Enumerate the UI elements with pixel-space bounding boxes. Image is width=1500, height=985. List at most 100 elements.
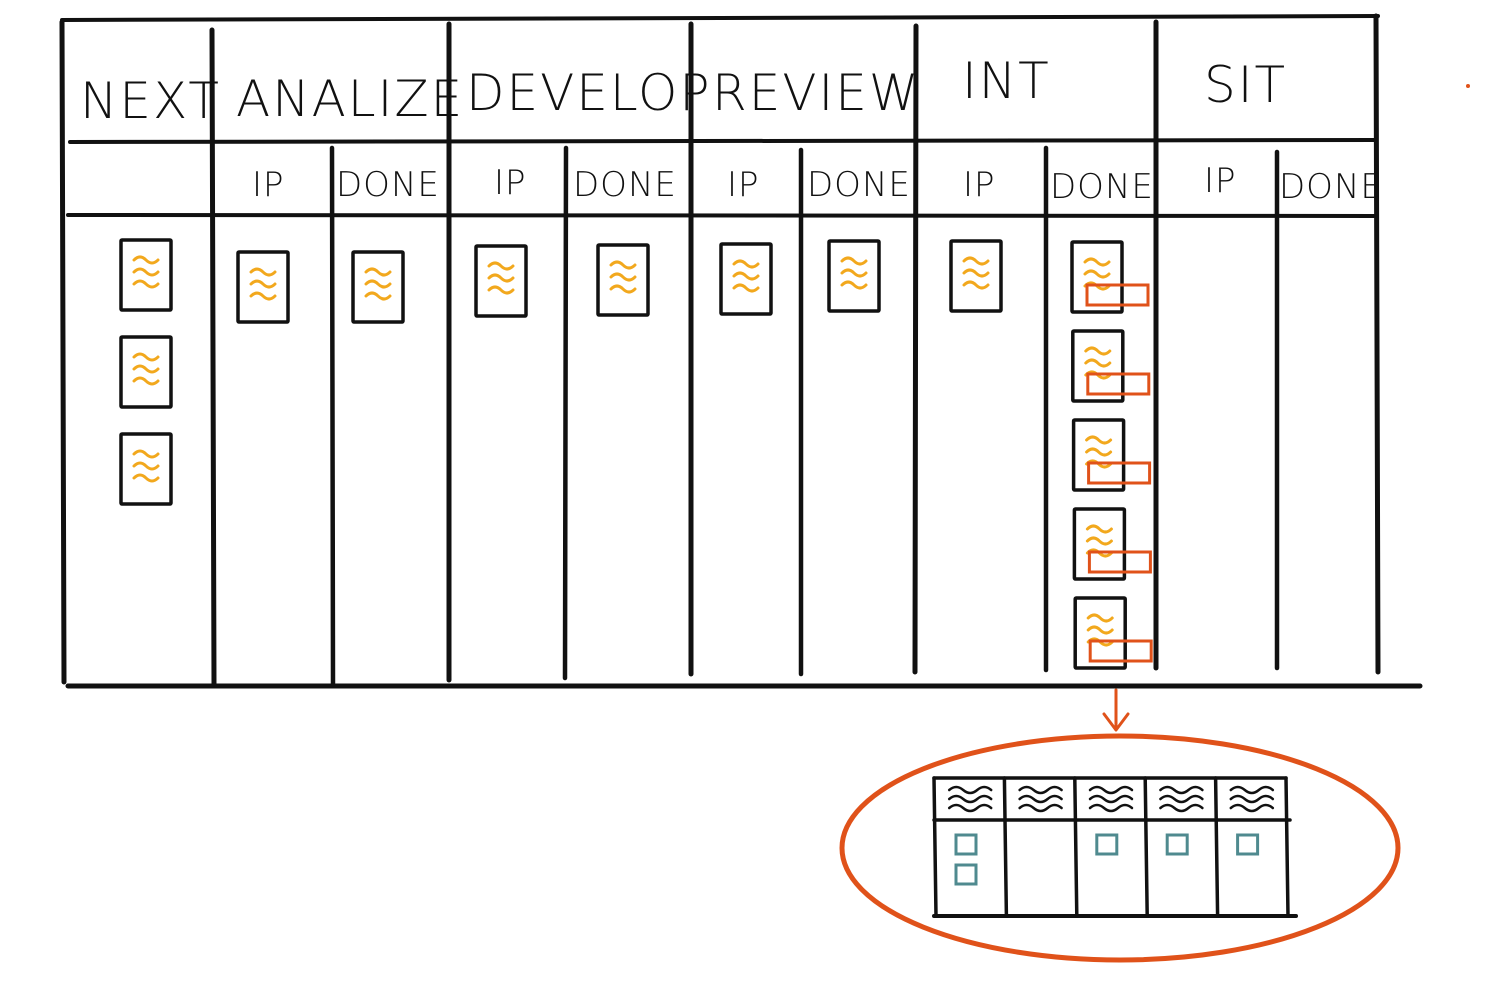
stage-divider-3: [912, 23, 919, 675]
card-scribble: [962, 268, 990, 278]
detail-checkbox: [954, 833, 978, 856]
card-border: [351, 250, 405, 324]
card-scribble: [132, 279, 160, 289]
stray-dot: [1466, 84, 1470, 88]
card-scribble: [132, 473, 160, 483]
card-scribble: [364, 291, 392, 301]
sub-title-review-ip: IP: [727, 165, 760, 205]
card-scribble: [132, 255, 160, 265]
detail-divider-5: [1284, 776, 1290, 918]
detail-scribble: [1159, 794, 1204, 804]
card-flag: [1088, 639, 1153, 663]
card-scribble: [1085, 435, 1113, 445]
detail-divider-4: [1213, 776, 1220, 918]
card-scribble: [132, 376, 160, 386]
stage-title-develop: DEVELOP: [466, 64, 711, 122]
card-scribble: [249, 267, 277, 277]
card-border: [1070, 240, 1124, 314]
detail-scribble: [1088, 785, 1134, 795]
card-int-ip-0: [949, 239, 1003, 313]
stage-title-int: INT: [962, 52, 1051, 110]
card-develop-done-0: [596, 243, 650, 317]
card-flag: [1085, 283, 1150, 307]
card-border: [119, 432, 173, 506]
card-int-done-2: [1071, 418, 1152, 492]
card-scribble: [609, 272, 637, 282]
card-scribble: [1085, 524, 1113, 534]
detail-checkbox: [1095, 833, 1119, 856]
card-scribble: [487, 261, 515, 271]
card-next-0: [119, 238, 173, 312]
card-analize-done-0: [351, 250, 405, 324]
card-border: [949, 239, 1003, 313]
sub-divider-1: [562, 145, 569, 681]
card-next-2: [119, 432, 173, 506]
detail-checkbox: [1165, 833, 1189, 856]
card-border: [119, 238, 173, 312]
sub-title-int-ip: IP: [963, 165, 996, 205]
card-scribble: [732, 271, 760, 281]
card-border: [1071, 418, 1126, 492]
card-int-done-0: [1070, 240, 1150, 314]
card-border: [719, 242, 773, 316]
card-scribble: [1085, 447, 1113, 457]
detail-scribble: [1159, 785, 1204, 795]
card-border: [596, 243, 650, 317]
card-scribble: [132, 449, 160, 459]
board-left-line: [59, 19, 67, 685]
stage-title-sit: SIT: [1204, 56, 1287, 114]
card-scribble: [840, 256, 868, 266]
detail-checkbox: [954, 863, 978, 886]
stage-divider-0: [209, 27, 217, 687]
detail-scribble: [947, 803, 993, 813]
zoom-callout: [839, 688, 1401, 963]
sub-title-analize-done: DONE: [336, 165, 440, 205]
card-border: [1071, 329, 1125, 403]
card-scribble: [962, 280, 990, 290]
card-scribble: [1086, 613, 1114, 623]
subheader-divider-line: [66, 213, 1376, 218]
detail-scribble: [1159, 803, 1204, 813]
card-scribble: [1084, 346, 1112, 356]
card-border: [236, 250, 290, 324]
card-scribble: [1085, 536, 1113, 546]
card-scribble: [840, 268, 868, 278]
card-border: [1072, 507, 1127, 581]
card-scribble: [132, 461, 160, 471]
detail-scribble: [1018, 803, 1063, 813]
sub-divider-0: [329, 145, 336, 687]
card-scribble: [609, 284, 637, 294]
card-scribble: [249, 279, 277, 289]
card-scribble: [249, 291, 277, 301]
detail-scribble: [1229, 785, 1275, 795]
detail-scribble: [947, 785, 993, 795]
sub-title-review-done: DONE: [807, 165, 911, 205]
stage-title-analize: ANALIZE: [236, 70, 464, 128]
card-int-done-3: [1072, 507, 1152, 581]
card-scribble: [609, 260, 637, 270]
card-review-done-0: [827, 239, 881, 313]
card-analize-ip-0: [236, 250, 290, 324]
card-next-1: [119, 335, 173, 409]
board-right-line: [1373, 13, 1381, 675]
board-top-line: [60, 14, 1380, 22]
card-border: [827, 239, 881, 313]
card-scribble: [732, 259, 760, 269]
card-scribble: [732, 283, 760, 293]
card-scribble: [1083, 257, 1111, 267]
card-flag: [1087, 550, 1152, 574]
sub-title-sit-ip: IP: [1204, 161, 1237, 201]
card-scribble: [1086, 625, 1114, 635]
detail-scribble: [1229, 803, 1275, 813]
card-border: [1073, 596, 1127, 670]
card-border: [474, 244, 528, 318]
detail-divider-0: [932, 776, 938, 918]
sub-title-int-done: DONE: [1050, 167, 1154, 207]
sub-title-develop-ip: IP: [494, 163, 527, 203]
card-scribble: [840, 280, 868, 290]
callout-arrow-head: [1102, 712, 1130, 732]
detail-divider-3: [1143, 776, 1149, 918]
detail-divider-2: [1073, 776, 1079, 918]
detail-scribble: [1229, 794, 1275, 804]
card-scribble: [132, 267, 160, 277]
